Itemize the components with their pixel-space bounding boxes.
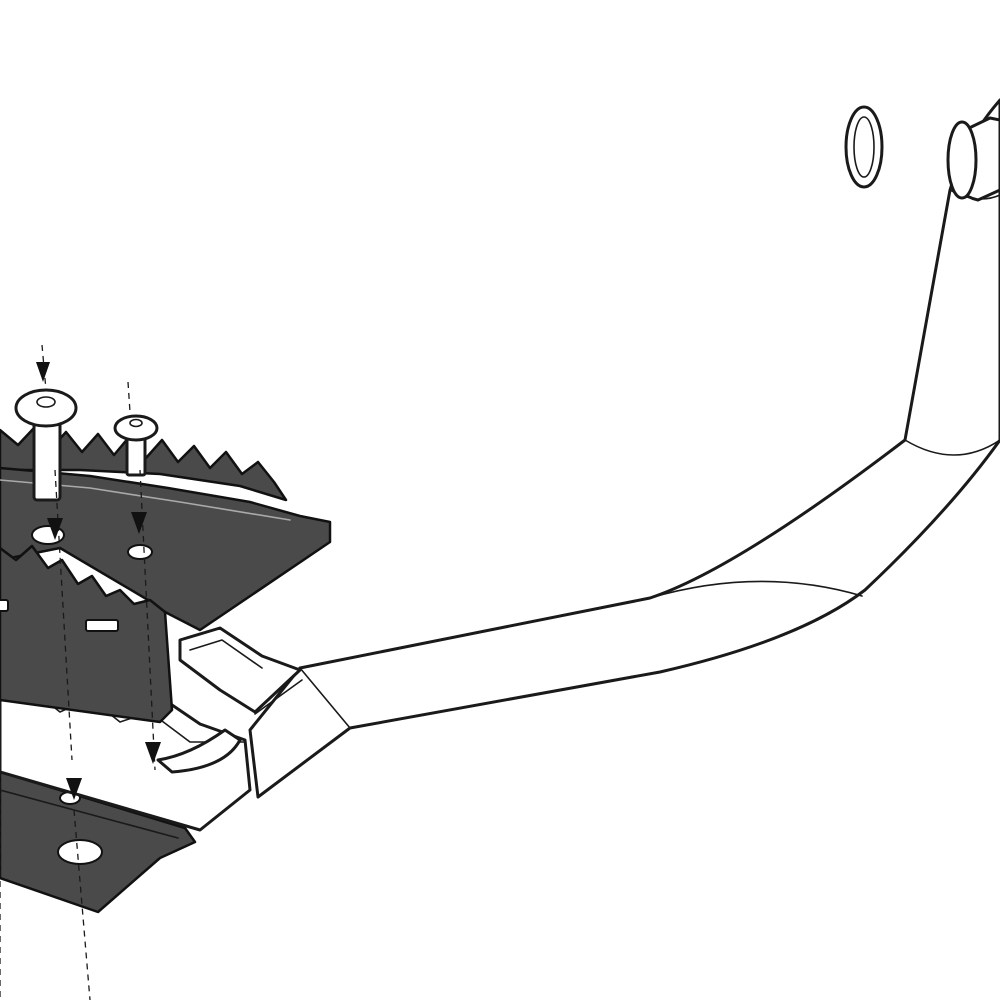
- arrow-down-icon: [131, 512, 147, 534]
- step-plate-slot: [0, 599, 9, 612]
- arrow-down-icon: [66, 778, 82, 800]
- step-plate-hole-small: [127, 544, 153, 560]
- spacer-ring: [844, 105, 884, 189]
- bottom-backing-plate: [0, 770, 197, 914]
- arrow-down-icon: [36, 362, 50, 382]
- brake-pedal-arm: [248, 98, 1000, 799]
- arrow-down-icon: [47, 518, 63, 540]
- backing-plate-hole-large: [57, 839, 103, 865]
- button-head-bolt-large: [14, 388, 78, 502]
- button-head-bolt-small: [113, 414, 159, 477]
- assembly-axis-1: [36, 344, 91, 1000]
- pivot-sleeve: [946, 116, 1000, 202]
- assembly-axis-2: [127, 381, 161, 771]
- step-plate-slot: [85, 619, 119, 632]
- arrow-down-icon: [145, 742, 161, 764]
